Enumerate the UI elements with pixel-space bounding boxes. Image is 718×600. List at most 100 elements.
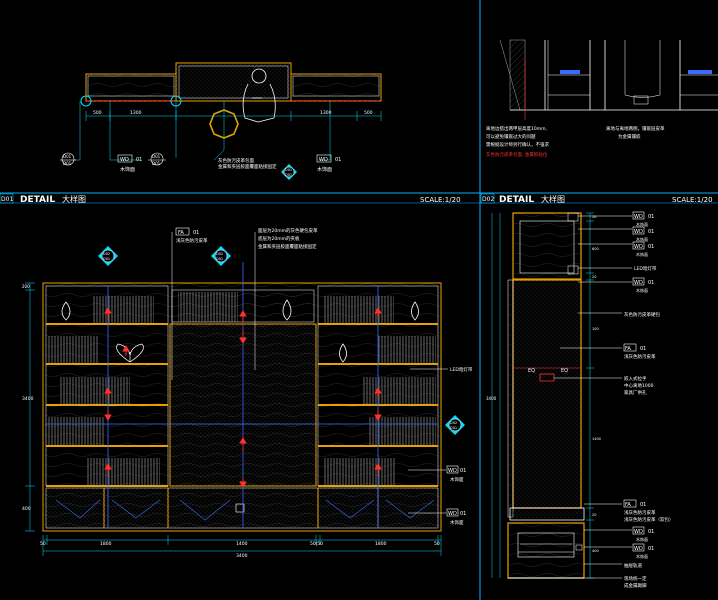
mat-code: WD bbox=[634, 280, 643, 286]
tag-sheet: D01 bbox=[216, 257, 223, 261]
mat-name: 木饰面 bbox=[636, 221, 648, 227]
dim-text: 3400 bbox=[22, 396, 34, 402]
note-red: 灰色防污皮革包面, 金属胶粘位 bbox=[486, 151, 548, 158]
mat-code: WD bbox=[634, 529, 643, 535]
dim-text: 50|50 bbox=[310, 541, 323, 547]
mat-code: FA bbox=[625, 502, 631, 508]
dim-text: 500 bbox=[364, 110, 373, 116]
note-line: 为金属镶嵌 bbox=[618, 133, 641, 140]
mat-code: WD bbox=[634, 229, 643, 235]
detail-title: DETAIL bbox=[20, 195, 55, 205]
eq-labels: EQ EQ bbox=[528, 368, 568, 374]
side-base-note: 现场统一定 成金属踢脚 bbox=[624, 575, 647, 589]
dim-text: 1400 bbox=[592, 437, 601, 441]
eq-label: EQ bbox=[561, 368, 568, 374]
mat-name: 木饰面 bbox=[636, 251, 648, 257]
section-note-right: 离地与离地两侧，镶嵌层皮革 为金属镶嵌 bbox=[606, 125, 665, 140]
mat-num: 01 bbox=[648, 244, 654, 250]
mat-name: 木饰面 bbox=[317, 166, 332, 173]
note-line: 抽屉轨道 bbox=[624, 562, 642, 569]
side-rail-note: 抽屉轨道 bbox=[624, 562, 642, 569]
tag-num: D01 bbox=[152, 154, 161, 159]
dim-text: 1800 bbox=[375, 541, 387, 547]
elev-tag-left: D02 D01 bbox=[98, 246, 118, 266]
mat-name: 木饰面 bbox=[636, 236, 648, 242]
mat-num: 01 bbox=[648, 280, 654, 286]
mat-name: 浅灰色防污皮革 bbox=[624, 509, 656, 516]
side-wd-callout-2: WD 01 木饰面 bbox=[632, 226, 654, 242]
tag-num: D01 bbox=[216, 252, 223, 256]
side-wd-callout-3: WD 01 木饰面 bbox=[632, 241, 654, 257]
mat-code: FA bbox=[625, 346, 631, 352]
mat-name: 浅灰色防污皮革 bbox=[624, 353, 656, 360]
note-line: 需根据设计师另行确认，不强求 bbox=[486, 141, 549, 148]
scale-label: SCALE:1/20 bbox=[672, 196, 713, 204]
note-line: 灰色防污皮革包面 bbox=[218, 157, 254, 164]
mat-name: 木饰面 bbox=[450, 519, 464, 526]
detail-title: DETAIL bbox=[499, 195, 534, 205]
side-wd-callout-1: WD 01 木饰面 bbox=[632, 211, 654, 227]
side-handle-note: 嵌入式拉手 中心离地1000 家具厂供孔 bbox=[624, 375, 654, 396]
tag-sheet: D01 bbox=[285, 173, 292, 177]
mat-num: 01 bbox=[640, 346, 646, 352]
note-line: 金属和夹层胶面覆面粘接固定 bbox=[218, 163, 277, 170]
elev-tag-right: D02 D01 bbox=[445, 415, 465, 435]
note-line: 成金属踢脚 bbox=[624, 582, 647, 589]
dim-text: 1300 bbox=[320, 110, 332, 116]
fa-callout: FA 01 浅灰色防污皮革 bbox=[171, 227, 208, 380]
side-fa-bottom: FA 01 浅灰色防污皮革 浅灰色防污皮革（软包） bbox=[623, 499, 674, 523]
side-wd-mid: WD 01 木饰面 bbox=[632, 277, 654, 293]
note-line: 家具厂供孔 bbox=[624, 389, 647, 396]
material-callout-right: WD 01 木饰面 bbox=[316, 154, 341, 173]
dim-text: 1300 bbox=[130, 110, 142, 116]
scale-label: SCALE:1/20 bbox=[420, 196, 461, 204]
mat-code: WD bbox=[634, 214, 643, 220]
note-line: 中心离地1000 bbox=[624, 382, 654, 389]
mat-num: 01 bbox=[648, 214, 654, 220]
mat-code: WD bbox=[319, 157, 328, 163]
mat-num: 01 bbox=[136, 157, 142, 163]
tag-sheet: D01 bbox=[63, 161, 72, 166]
tag-sheet: D01 bbox=[103, 257, 110, 261]
dim-text: 200 bbox=[22, 284, 30, 289]
title-bar-right: D02 DETAIL 大样图 SCALE:1/20 bbox=[480, 193, 713, 205]
mat-num: 01 bbox=[335, 157, 341, 163]
side-dims: 20 600 20 100 1400 20 400 3400 bbox=[486, 215, 601, 553]
tag-sheet: D01 bbox=[450, 426, 457, 430]
side-led-note: LED暗灯带 bbox=[634, 265, 657, 272]
dim-text: 400 bbox=[592, 549, 599, 553]
mat-code: WD bbox=[634, 244, 643, 250]
mat-num: 01 bbox=[460, 468, 466, 474]
mat-name: 木饰面 bbox=[636, 553, 648, 559]
dim-text: 100 bbox=[592, 327, 599, 331]
dim-text: 1800 bbox=[100, 541, 112, 547]
elevation-main: 50 1800 1400 50|50 1800 50 3400 200 3400… bbox=[22, 262, 442, 559]
note-line: 离地边搭出两甲层高度10mm, bbox=[486, 125, 547, 132]
mat-num: 01 bbox=[460, 511, 466, 517]
mat-code: WD bbox=[120, 157, 129, 163]
dim-total: 3400 bbox=[236, 553, 248, 559]
mat-num: 01 bbox=[640, 502, 646, 508]
panel-code: D01 bbox=[1, 196, 13, 203]
note-line: 离地与离地两侧，镶嵌层皮革 bbox=[606, 125, 665, 132]
mat-code: WD bbox=[634, 546, 643, 552]
mat-name: 木饰面 bbox=[450, 476, 464, 483]
section-detail bbox=[499, 39, 718, 120]
tag-num: D01 bbox=[63, 154, 72, 159]
side-wd-bottom-2: WD 01 木饰面 bbox=[632, 543, 654, 559]
detail-title-cn: 大样图 bbox=[541, 194, 565, 204]
dim-text: 500 bbox=[93, 110, 102, 116]
mat-code: FA bbox=[178, 230, 184, 236]
mat-name: 浅灰色防污皮革 bbox=[176, 237, 208, 244]
note-line: 可以避免镶嵌过大的问题 bbox=[486, 133, 536, 140]
side-wd-bottom-1: WD 01 木饰面 bbox=[632, 526, 654, 542]
note-line: 面层为20mm的灰色硬包皮革 bbox=[258, 227, 318, 234]
mat-name: 木饰面 bbox=[636, 287, 648, 293]
eq-label: EQ bbox=[528, 368, 535, 374]
panel-code: D02 bbox=[482, 196, 494, 203]
side-fa-mid: FA 01 浅灰色防污皮革 bbox=[623, 343, 656, 360]
dim-text: 50 bbox=[40, 541, 46, 547]
detail-tag-mid: D01 D01 bbox=[148, 152, 166, 166]
tag-num: D02 bbox=[103, 252, 110, 256]
